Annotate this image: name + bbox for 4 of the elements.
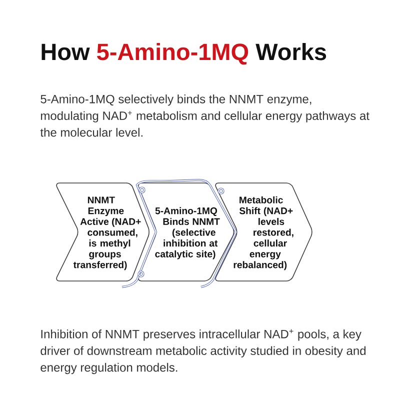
paragraph: Inhibition of NNMT preserves intracellular NAD$^{+}$ pools, a key driver of downstream metabolic activity studied in obesity and energy regulation models. (40, 329, 366, 374)
chevron-step: NNMT Enzyme Active (NAD+ consumed, is methyl groups transferred) (56, 182, 150, 282)
title: How 5-Amino-1MQ Works (42, 43, 326, 65)
paragraph: 5-Amino-1MQ selectively binds the NNMT enzyme, modulating NAD$^{+}$ metabolism and cellular energy pathways at the molecular level. (40, 94, 370, 137)
